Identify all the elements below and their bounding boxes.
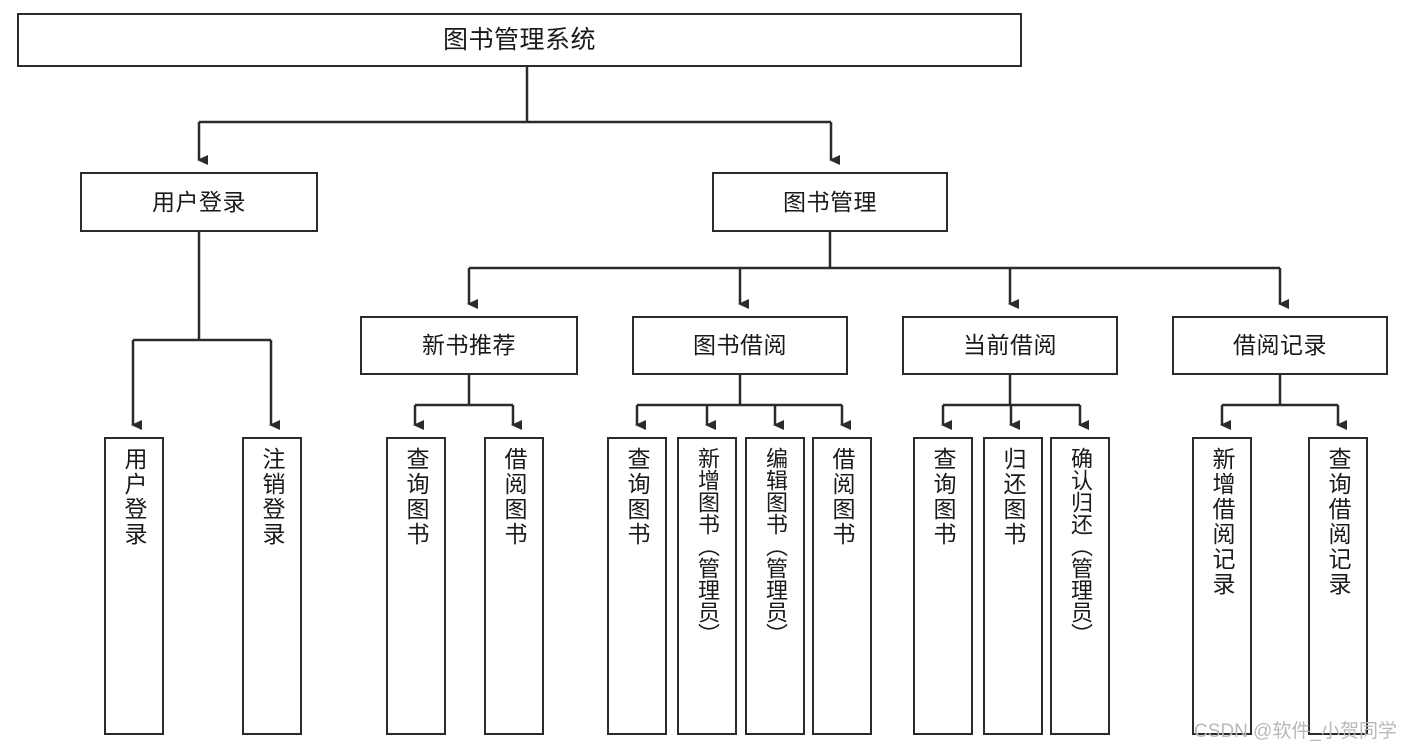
- node-label: 注销登录: [259, 447, 286, 547]
- node-label: 归还图书: [1000, 447, 1027, 547]
- node-borrow-record[interactable]: 借阅记录: [1172, 316, 1388, 375]
- node-label: 编辑图书（管理员）: [762, 447, 788, 645]
- leaf-query-book-current[interactable]: 查询图书: [913, 437, 973, 735]
- leaf-borrow-book[interactable]: 借阅图书: [812, 437, 872, 735]
- leaf-query-book-borrow[interactable]: 查询图书: [607, 437, 667, 735]
- node-label: 新书推荐: [422, 332, 516, 359]
- leaf-borrow-book-recommend[interactable]: 借阅图书: [484, 437, 544, 735]
- leaf-query-borrow-record[interactable]: 查询借阅记录: [1308, 437, 1368, 735]
- leaf-return-book[interactable]: 归还图书: [983, 437, 1043, 735]
- node-label: 用户登录: [121, 447, 148, 547]
- node-user-login[interactable]: 用户登录: [80, 172, 318, 232]
- node-label: 用户登录: [152, 188, 246, 215]
- leaf-confirm-return-admin[interactable]: 确认归还（管理员）: [1050, 437, 1110, 735]
- leaf-add-book-admin[interactable]: 新增图书（管理员）: [677, 437, 737, 735]
- node-label: 查询图书: [624, 447, 651, 547]
- node-label: 新增图书（管理员）: [694, 447, 720, 645]
- leaf-logout[interactable]: 注销登录: [242, 437, 302, 735]
- node-label: 图书管理系统: [442, 25, 596, 54]
- node-label: 当前借阅: [963, 332, 1057, 359]
- node-current-borrow[interactable]: 当前借阅: [902, 316, 1118, 375]
- leaf-query-book-recommend[interactable]: 查询图书: [386, 437, 446, 735]
- leaf-add-borrow-record[interactable]: 新增借阅记录: [1192, 437, 1252, 735]
- node-book-management[interactable]: 图书管理: [712, 172, 948, 232]
- node-label: 新增借阅记录: [1209, 447, 1236, 597]
- node-book-borrow[interactable]: 图书借阅: [632, 316, 848, 375]
- node-label: 查询借阅记录: [1325, 447, 1352, 597]
- node-label: 查询图书: [930, 447, 957, 547]
- leaf-edit-book-admin[interactable]: 编辑图书（管理员）: [745, 437, 805, 735]
- node-label: 借阅图书: [829, 447, 856, 547]
- node-label: 借阅记录: [1233, 332, 1327, 359]
- node-label: 确认归还（管理员）: [1067, 447, 1093, 645]
- node-label: 图书借阅: [693, 332, 787, 359]
- node-label: 图书管理: [783, 188, 877, 215]
- node-label: 查询图书: [403, 447, 430, 547]
- leaf-user-login[interactable]: 用户登录: [104, 437, 164, 735]
- node-new-book-recommend[interactable]: 新书推荐: [360, 316, 578, 375]
- node-label: 借阅图书: [501, 447, 528, 547]
- node-root-system[interactable]: 图书管理系统: [17, 13, 1022, 67]
